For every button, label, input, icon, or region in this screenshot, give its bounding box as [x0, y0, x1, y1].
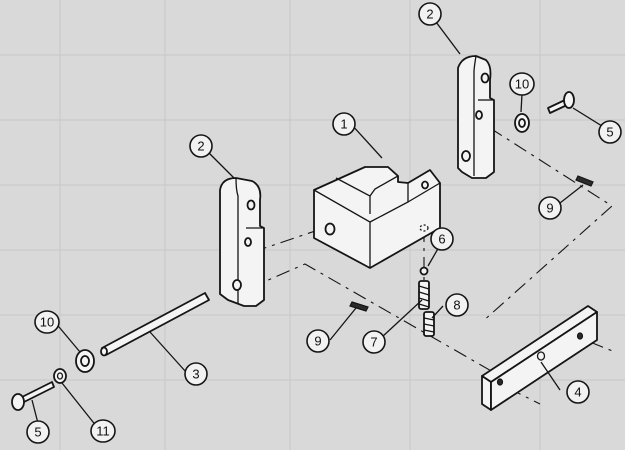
clevis-arm-part-2-right	[457, 55, 495, 179]
callout-10-left: 10	[34, 310, 60, 334]
callout-4: 4	[566, 380, 590, 404]
screw-part-5-right	[547, 91, 575, 114]
washer-part-11	[53, 368, 67, 384]
callout-9-right: 9	[538, 196, 562, 220]
svg-text:10: 10	[40, 315, 54, 330]
callout-2-right: 2	[418, 2, 442, 26]
callout-5-left: 5	[26, 420, 50, 444]
svg-text:11: 11	[96, 424, 110, 439]
callout-7: 7	[362, 330, 386, 354]
roll-pin-part-9-right	[575, 175, 594, 187]
callout-10-right: 10	[509, 72, 535, 96]
block-part-1	[313, 166, 441, 269]
svg-text:3: 3	[192, 367, 199, 382]
svg-text:8: 8	[453, 298, 460, 313]
svg-text:4: 4	[574, 385, 581, 400]
callout-1: 1	[332, 112, 356, 136]
callout-9-left: 9	[306, 329, 330, 353]
spring-part-7	[418, 280, 430, 310]
setscrew-part-8	[423, 311, 435, 337]
svg-text:7: 7	[370, 335, 377, 350]
plate-part-4	[481, 305, 598, 411]
svg-text:5: 5	[606, 125, 613, 140]
ball-part-6	[419, 266, 429, 276]
svg-text:1: 1	[340, 117, 347, 132]
washer-part-10-left	[75, 349, 95, 373]
roll-pin-part-9-left	[349, 301, 369, 312]
svg-text:6: 6	[438, 232, 445, 247]
svg-text:5: 5	[34, 425, 41, 440]
callout-6: 6	[430, 227, 454, 251]
clevis-arm-part-2-left	[219, 177, 265, 307]
callout-2-left: 2	[189, 134, 213, 158]
callout-5-right: 5	[598, 120, 622, 144]
screw-part-5-left	[11, 381, 55, 411]
callout-8: 8	[445, 293, 469, 317]
pin-part-3	[100, 292, 210, 357]
callout-3: 3	[184, 362, 208, 386]
svg-text:2: 2	[197, 139, 204, 154]
svg-text:10: 10	[515, 77, 529, 92]
washer-part-10-right	[514, 113, 530, 133]
callout-11: 11	[90, 419, 116, 443]
svg-text:2: 2	[426, 7, 433, 22]
svg-text:9: 9	[314, 334, 321, 349]
svg-text:9: 9	[546, 201, 553, 216]
